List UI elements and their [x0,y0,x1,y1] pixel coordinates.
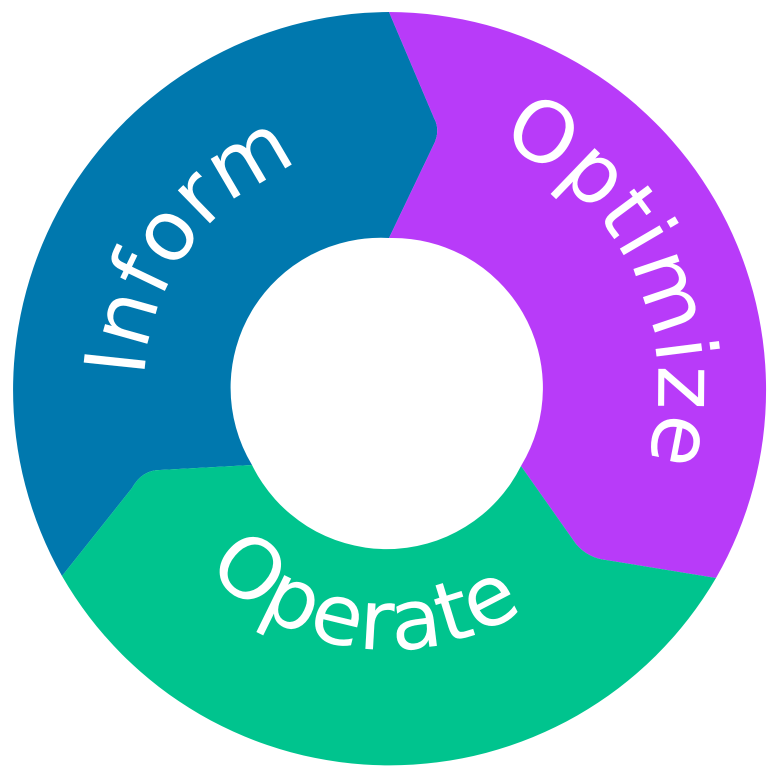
segment-inform [13,12,438,576]
segment-operate [62,465,716,766]
center-hole [239,239,539,539]
segment-optimize [389,12,767,578]
